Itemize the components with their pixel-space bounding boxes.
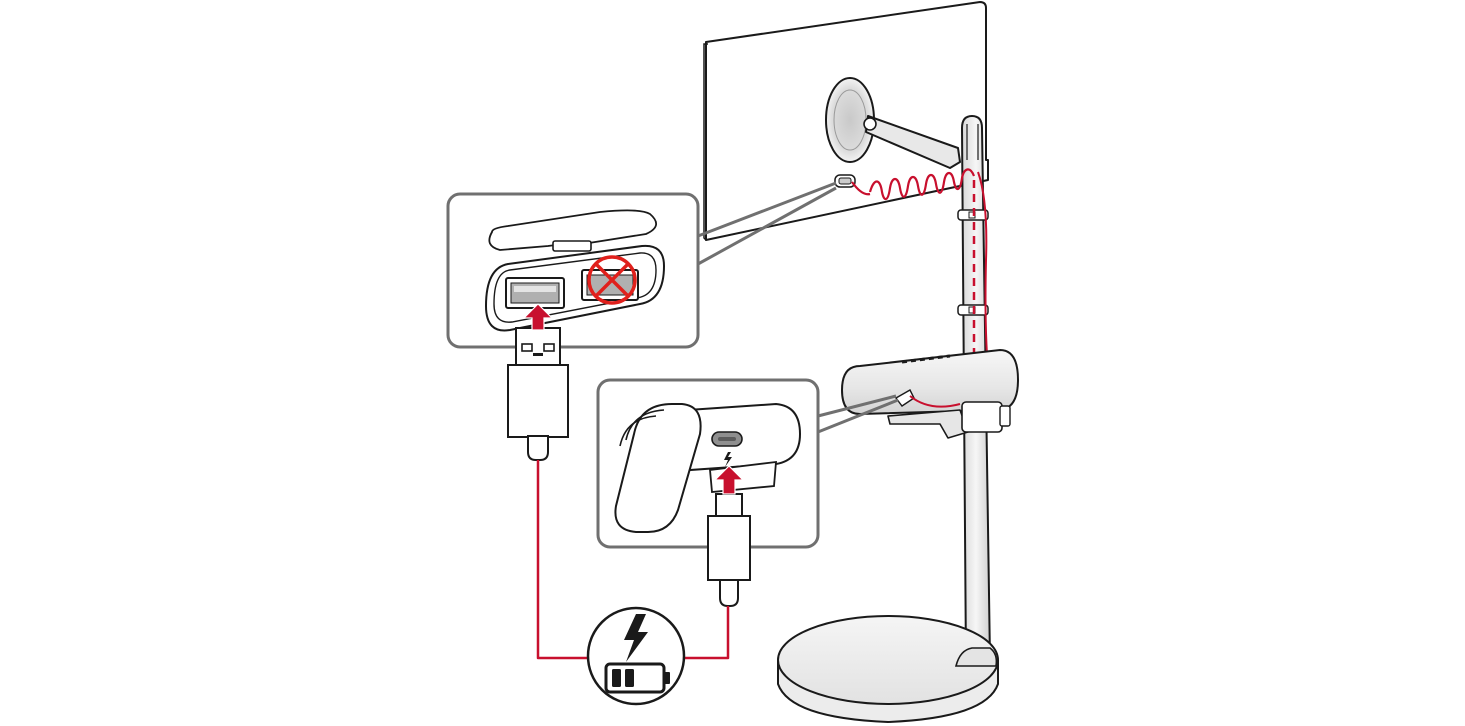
usb-a-port-callout — [446, 192, 700, 349]
charging-cable — [536, 460, 730, 660]
stand-base — [777, 615, 999, 724]
usb-c-port-icon — [711, 431, 743, 447]
prohibited-icon — [587, 255, 637, 305]
usb-a-plug — [507, 327, 569, 461]
charging-battery-icon — [586, 606, 686, 706]
usb-a-port-icon — [505, 277, 565, 309]
lightning-icon — [624, 614, 648, 662]
insert-arrow-usb-a — [522, 303, 554, 331]
monitor-cable-connector — [834, 174, 856, 188]
callout-leaders — [697, 181, 899, 434]
insert-arrow-usb-c — [713, 465, 745, 495]
coiled-cable — [851, 168, 976, 201]
battery-module-usbc-plug — [894, 389, 961, 408]
battery-module-bracket — [887, 401, 1011, 439]
monitor-support-arm — [863, 115, 961, 169]
usb-c-plug — [707, 493, 751, 607]
port-lightning-icon — [724, 452, 732, 467]
